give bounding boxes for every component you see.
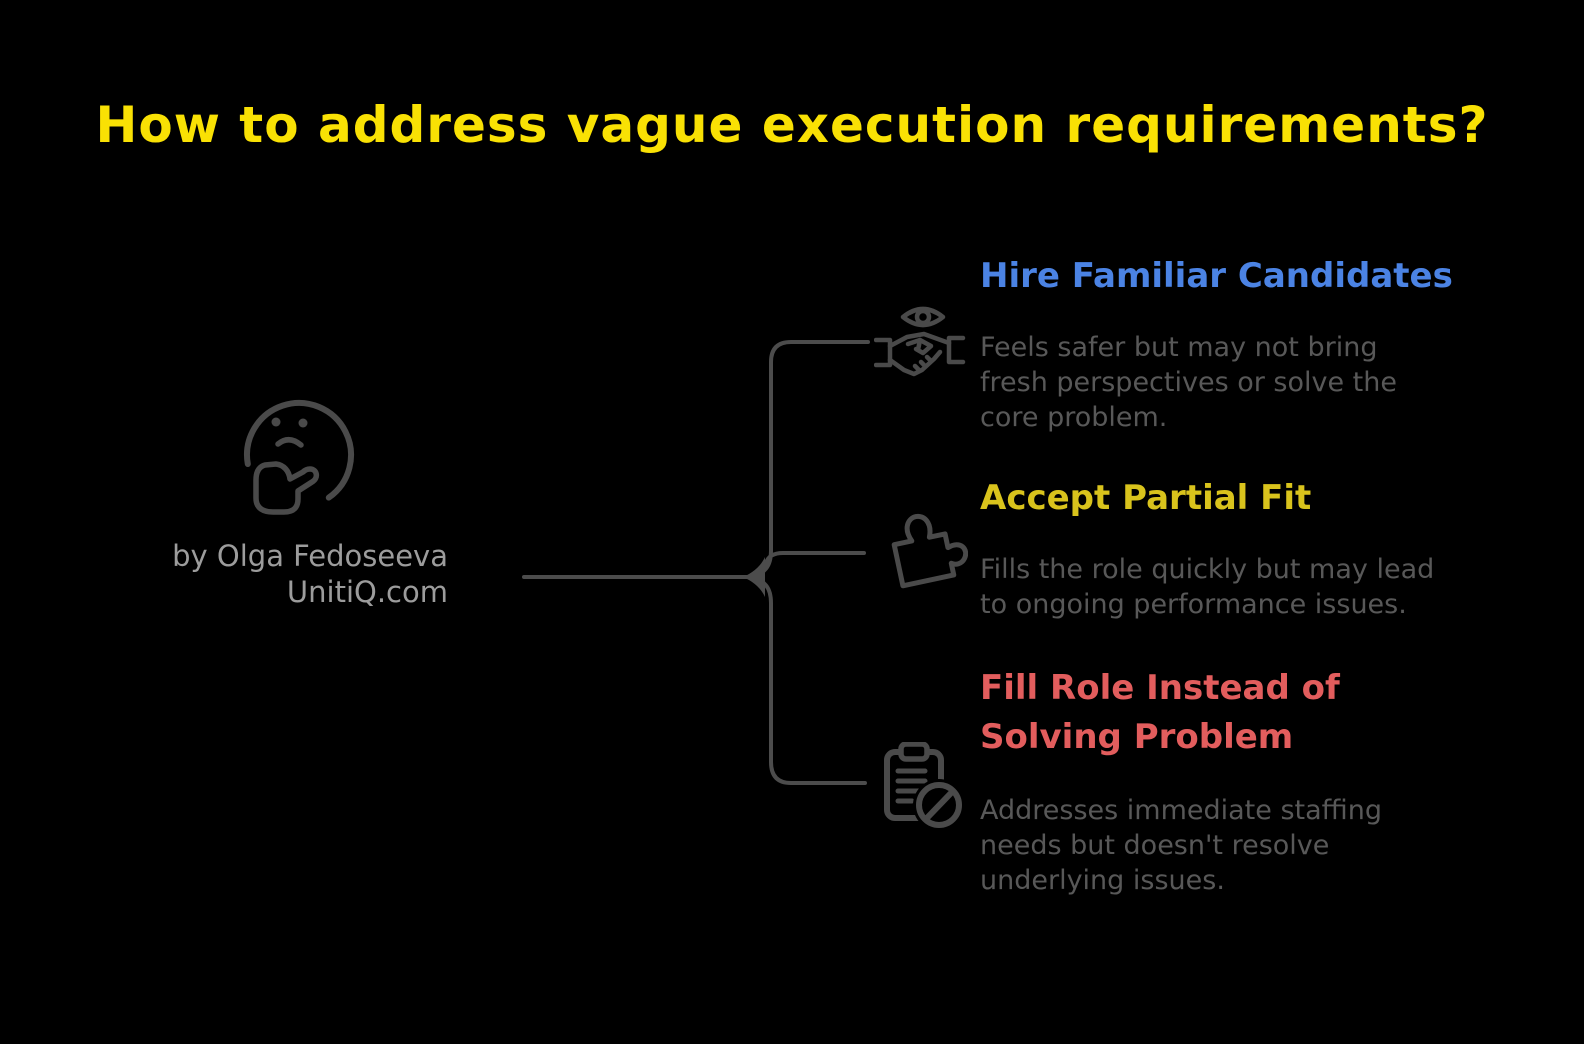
thinking-face-icon xyxy=(244,400,354,515)
description-line: Fills the role quickly but may lead xyxy=(980,554,1435,585)
prohibition-sign xyxy=(916,782,962,828)
hands-top xyxy=(887,331,952,349)
branch-description-fill-role-instead: Addresses immediate staffing needs but d… xyxy=(980,793,1382,898)
face-outline xyxy=(244,400,354,501)
thumb xyxy=(915,337,923,353)
description-line: core problem. xyxy=(980,402,1168,433)
branch-title-fill-role-instead: Fill Role Instead of Solving Problem xyxy=(980,664,1340,762)
eye-handshake-icon xyxy=(874,306,966,377)
author-name: by Olga Fedoseeva xyxy=(172,539,448,573)
author-byline: by Olga Fedoseeva UnitiQ.com xyxy=(118,538,448,610)
description-line: needs but doesn't resolve xyxy=(980,830,1330,861)
branch-line-bottom xyxy=(748,575,867,785)
left-sleeve xyxy=(874,337,893,368)
branch-junction xyxy=(743,557,765,597)
branch-description-hire-familiar-candidates: Feels safer but may not bring fresh pers… xyxy=(980,330,1397,435)
author-site: UnitiQ.com xyxy=(286,575,448,609)
right-sleeve xyxy=(946,335,966,365)
clipboard-clip xyxy=(898,742,930,762)
clipboard-blocked-icon xyxy=(884,742,965,831)
branch-title-line: Solving Problem xyxy=(980,717,1294,757)
eye-outline xyxy=(900,306,946,328)
branch-title-hire-familiar-candidates: Hire Familiar Candidates xyxy=(980,256,1453,296)
thinking-hand xyxy=(253,461,320,515)
description-line: underlying issues. xyxy=(980,865,1225,896)
branch-description-accept-partial-fit: Fills the role quickly but may lead to o… xyxy=(980,552,1434,622)
description-line: Feels safer but may not bring xyxy=(980,332,1378,363)
clasp xyxy=(905,337,934,356)
description-line: Addresses immediate staffing xyxy=(980,795,1383,826)
description-line: to ongoing performance issues. xyxy=(980,589,1407,620)
frown-mouth xyxy=(275,437,304,448)
page-title: How to address vague execution requireme… xyxy=(95,96,1489,154)
hands-bottom xyxy=(887,349,943,377)
branch-line-top xyxy=(748,340,870,579)
branch-title-line: Fill Role Instead of xyxy=(980,668,1340,708)
branch-title-accept-partial-fit: Accept Partial Fit xyxy=(980,478,1312,518)
puzzle-piece-icon xyxy=(891,513,968,589)
eye-pupil xyxy=(914,308,932,326)
left-eye xyxy=(271,417,281,427)
right-eye xyxy=(298,418,308,428)
clipboard-text-lines xyxy=(895,768,928,804)
finger-hatches xyxy=(912,354,934,373)
branch-line-middle xyxy=(748,551,866,579)
description-line: fresh perspectives or solve the xyxy=(980,367,1397,398)
